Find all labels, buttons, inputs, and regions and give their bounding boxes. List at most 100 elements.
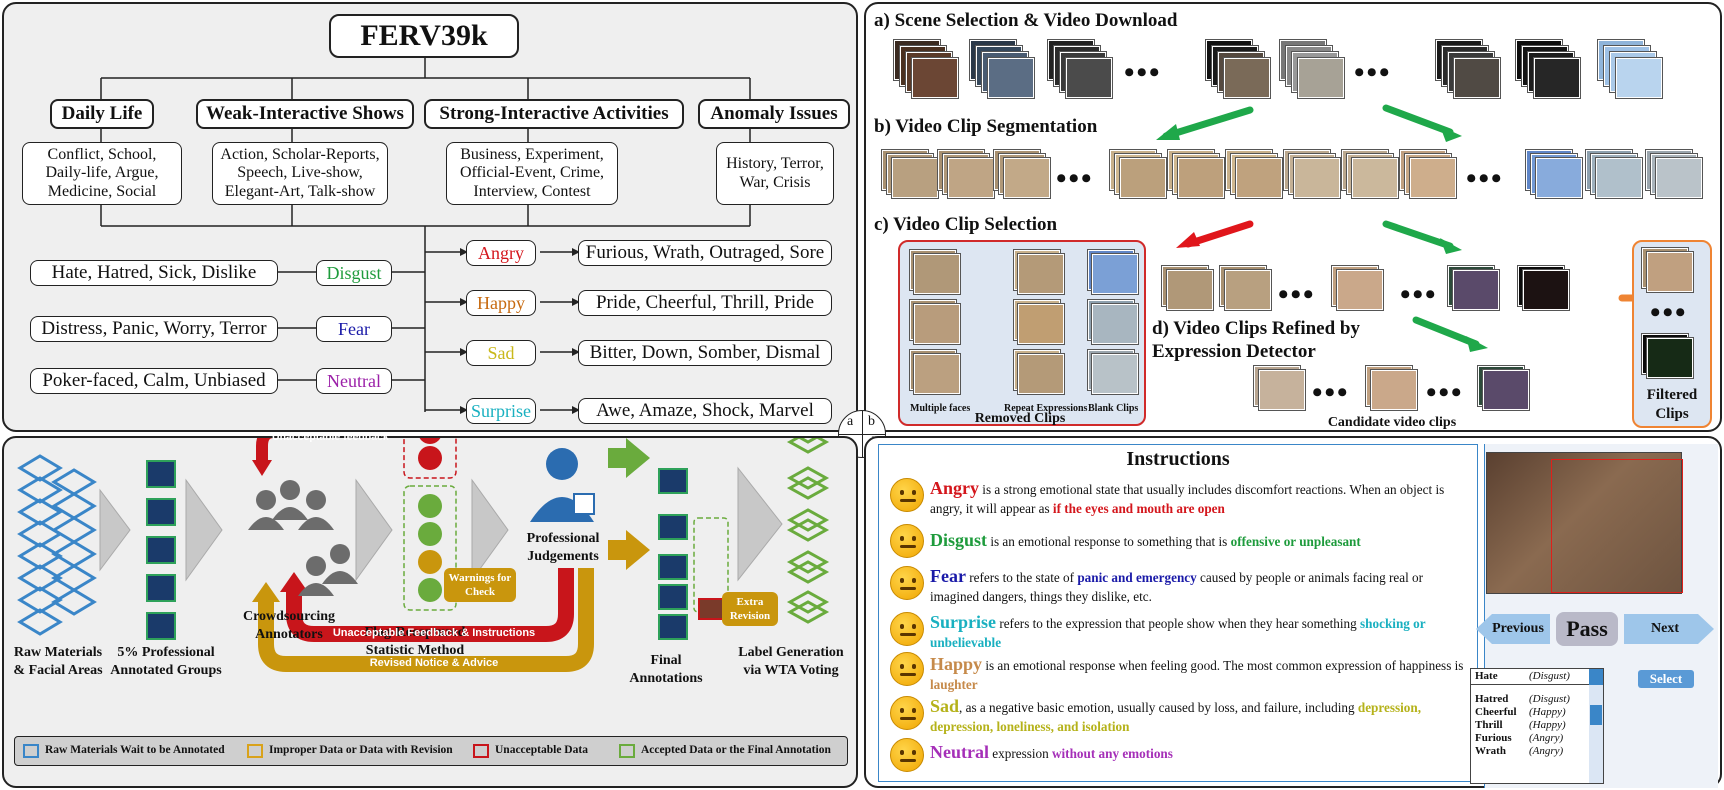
instruction-sad: Sad, as a negative basic emotion, usuall… bbox=[930, 694, 1472, 736]
list-item-word: Thrill bbox=[1475, 719, 1503, 731]
label-multiple-faces: Multiple faces bbox=[910, 403, 971, 414]
panel-a-taxonomy: FERV39k Daily Life Weak-Interactive Show… bbox=[2, 2, 858, 432]
panel-b-pipeline: a) Scene Selection & Video Download b) V… bbox=[864, 2, 1722, 432]
legend-unacceptable: Unacceptable Data bbox=[495, 744, 588, 756]
instruction-angry: Angry is a strong emotional state that u… bbox=[930, 476, 1472, 518]
instructions-title: Instructions bbox=[1126, 448, 1230, 470]
ellipsis: ••• bbox=[1650, 296, 1688, 329]
emotion-name: Neutral bbox=[930, 742, 989, 762]
emotion-name: Happy bbox=[930, 654, 983, 674]
candidate-clips-title: Candidate video clips bbox=[1327, 415, 1457, 430]
label-generation-label: Label Generation via WTA Voting bbox=[738, 645, 844, 678]
professional-judgements-label: Professional Judgements bbox=[526, 531, 600, 564]
ellipsis: ••• bbox=[1354, 56, 1392, 89]
pass-button[interactable]: Pass bbox=[1556, 612, 1618, 646]
step-b-heading: b) Video Clip Segmentation bbox=[874, 116, 1098, 137]
synonyms-fear: Distress, Panic, Worry, Terror bbox=[30, 316, 278, 342]
previous-button[interactable]: Previous bbox=[1476, 614, 1550, 644]
instruction-text: caused by people or animals facing real … bbox=[930, 570, 1424, 605]
instructions-box bbox=[878, 444, 1478, 782]
step-d-heading: d) Video Clips Refined by Expression Det… bbox=[1152, 318, 1360, 362]
professional-groups-label: 5% Professional Annotated Groups bbox=[110, 645, 222, 678]
unacceptable-feedback-label: Unacceptable feedback bbox=[272, 431, 389, 443]
emotion-name: Fear bbox=[930, 566, 966, 586]
extra-revision-badge: Extra Revision bbox=[722, 592, 778, 626]
revised-notice-label: Revised Notice & Advice bbox=[369, 657, 499, 669]
sad-emoji-icon bbox=[890, 696, 924, 730]
list-item[interactable]: Wrath (Angry) bbox=[1475, 745, 1587, 758]
scenes-strong-interactive: Business, Experiment, Official-Event, Cr… bbox=[446, 142, 618, 205]
instruction-disgust: Disgust is an emotional response to some… bbox=[930, 528, 1472, 552]
category-weak-interactive: Weak-Interactive Shows bbox=[196, 99, 414, 129]
scenes-daily-life: Conflict, School, Daily-life, Argue, Med… bbox=[22, 142, 182, 205]
dataset-title: FERV39k bbox=[329, 14, 519, 58]
quadrant-b: b bbox=[868, 414, 875, 429]
ellipsis: ••• bbox=[1312, 376, 1350, 409]
instruction-text: , as a negative basic emotion, usually c… bbox=[959, 700, 1358, 715]
emotion-name: Disgust bbox=[930, 530, 988, 550]
raw-materials-label: Raw Materials & Facial Areas bbox=[13, 645, 103, 678]
instruction-neutral: Neutral expression without any emotions bbox=[930, 740, 1472, 764]
list-item[interactable]: Cheerful (Happy) bbox=[1475, 706, 1587, 719]
face-detection-box bbox=[1551, 459, 1683, 593]
list-item-emotion: (Happy) bbox=[1529, 706, 1566, 718]
legend-improper: Improper Data or Data with Revision bbox=[269, 744, 453, 756]
instruction-highlight: depression, depression, loneliness, and … bbox=[930, 700, 1422, 735]
synonyms-disgust: Hate, Hatred, Sick, Dislike bbox=[30, 260, 278, 286]
unacceptable-instructions-label: Unacceptable Feedback & Instructions bbox=[332, 627, 536, 639]
category-strong-interactive: Strong-Interactive Activities bbox=[424, 99, 684, 129]
ellipsis: ••• bbox=[1124, 56, 1162, 89]
synonyms-surprise: Awe, Amaze, Shock, Marvel bbox=[578, 398, 832, 424]
list-item-word: Hatred bbox=[1475, 693, 1509, 705]
emotion-sad: Sad bbox=[466, 340, 536, 366]
list-item[interactable]: Thrill (Happy) bbox=[1475, 719, 1587, 732]
step-c-heading: c) Video Clip Selection bbox=[874, 214, 1058, 235]
surprise-emoji-icon bbox=[890, 612, 924, 646]
instruction-text: refers to the state of bbox=[965, 570, 1078, 585]
emotion-angry: Angry bbox=[466, 240, 536, 266]
annotated-thumbnails bbox=[146, 460, 180, 640]
instruction-fear: Fear refers to the state of panic and em… bbox=[930, 564, 1472, 606]
panel-c-annotation-flow: Unacceptable feedback Warnings for Check… bbox=[2, 431, 858, 788]
select-button[interactable]: Select bbox=[1638, 670, 1694, 688]
panel-d-annotation-tool: Instructions Angry is a strong emotional… bbox=[864, 436, 1722, 788]
chevron-down-icon[interactable] bbox=[1589, 669, 1603, 685]
emotion-dropdown[interactable]: Hate (Disgust) Hatred (Disgust) Cheerful… bbox=[1470, 668, 1604, 784]
next-button[interactable]: Next bbox=[1624, 614, 1714, 644]
removed-clips-title: Removed Clips bbox=[974, 411, 1066, 426]
list-item-emotion: (Angry) bbox=[1529, 732, 1564, 744]
dropdown-selected-emotion: (Disgust) bbox=[1529, 670, 1570, 682]
instruction-highlight: panic and emergency bbox=[1077, 570, 1197, 585]
ellipsis: ••• bbox=[1056, 162, 1094, 195]
scrollbar-thumb[interactable] bbox=[1590, 705, 1602, 725]
list-item[interactable]: Hatred (Disgust) bbox=[1475, 693, 1587, 706]
dropdown-selected[interactable]: Hate (Disgust) bbox=[1471, 669, 1603, 685]
ellipsis: ••• bbox=[1426, 376, 1464, 409]
taxonomy-connectors bbox=[100, 56, 751, 414]
instruction-surprise: Surprise refers to the expression that p… bbox=[930, 610, 1472, 652]
dropdown-list[interactable]: Hatred (Disgust) Cheerful (Happy) Thrill… bbox=[1475, 693, 1587, 758]
emotion-fear: Fear bbox=[316, 316, 392, 342]
fear-emoji-icon bbox=[890, 566, 924, 600]
category-anomaly-issues: Anomaly Issues bbox=[698, 99, 850, 129]
face-image bbox=[1486, 452, 1683, 594]
emotion-disgust: Disgust bbox=[316, 260, 392, 286]
synonyms-happy: Pride, Cheerful, Thrill, Pride bbox=[578, 290, 832, 316]
ellipsis: ••• bbox=[1278, 278, 1316, 311]
instruction-highlight: offensive or unpleasant bbox=[1230, 534, 1361, 549]
flag-method-label: Flag-Recaptured Statistic Method bbox=[364, 625, 466, 658]
scrollbar[interactable] bbox=[1589, 685, 1603, 783]
list-item[interactable]: Furious (Angry) bbox=[1475, 732, 1587, 745]
dropdown-selected-word: Hate bbox=[1475, 670, 1498, 682]
instruction-text: refers to the expression that people sho… bbox=[996, 616, 1361, 631]
synonyms-sad: Bitter, Down, Somber, Dismal bbox=[578, 340, 832, 366]
final-annotation-thumbnails bbox=[658, 468, 724, 640]
emotion-happy: Happy bbox=[466, 290, 536, 316]
list-item-word: Cheerful bbox=[1475, 706, 1517, 718]
instruction-text: expression bbox=[988, 746, 1052, 761]
happy-emoji-icon bbox=[890, 652, 924, 686]
scenes-anomaly-issues: History, Terror, War, Crisis bbox=[716, 142, 834, 205]
list-item-emotion: (Happy) bbox=[1529, 719, 1566, 731]
legend-raw: Raw Materials Wait to be Annotated bbox=[45, 744, 225, 756]
synonyms-angry: Furious, Wrath, Outraged, Sore bbox=[578, 240, 832, 266]
